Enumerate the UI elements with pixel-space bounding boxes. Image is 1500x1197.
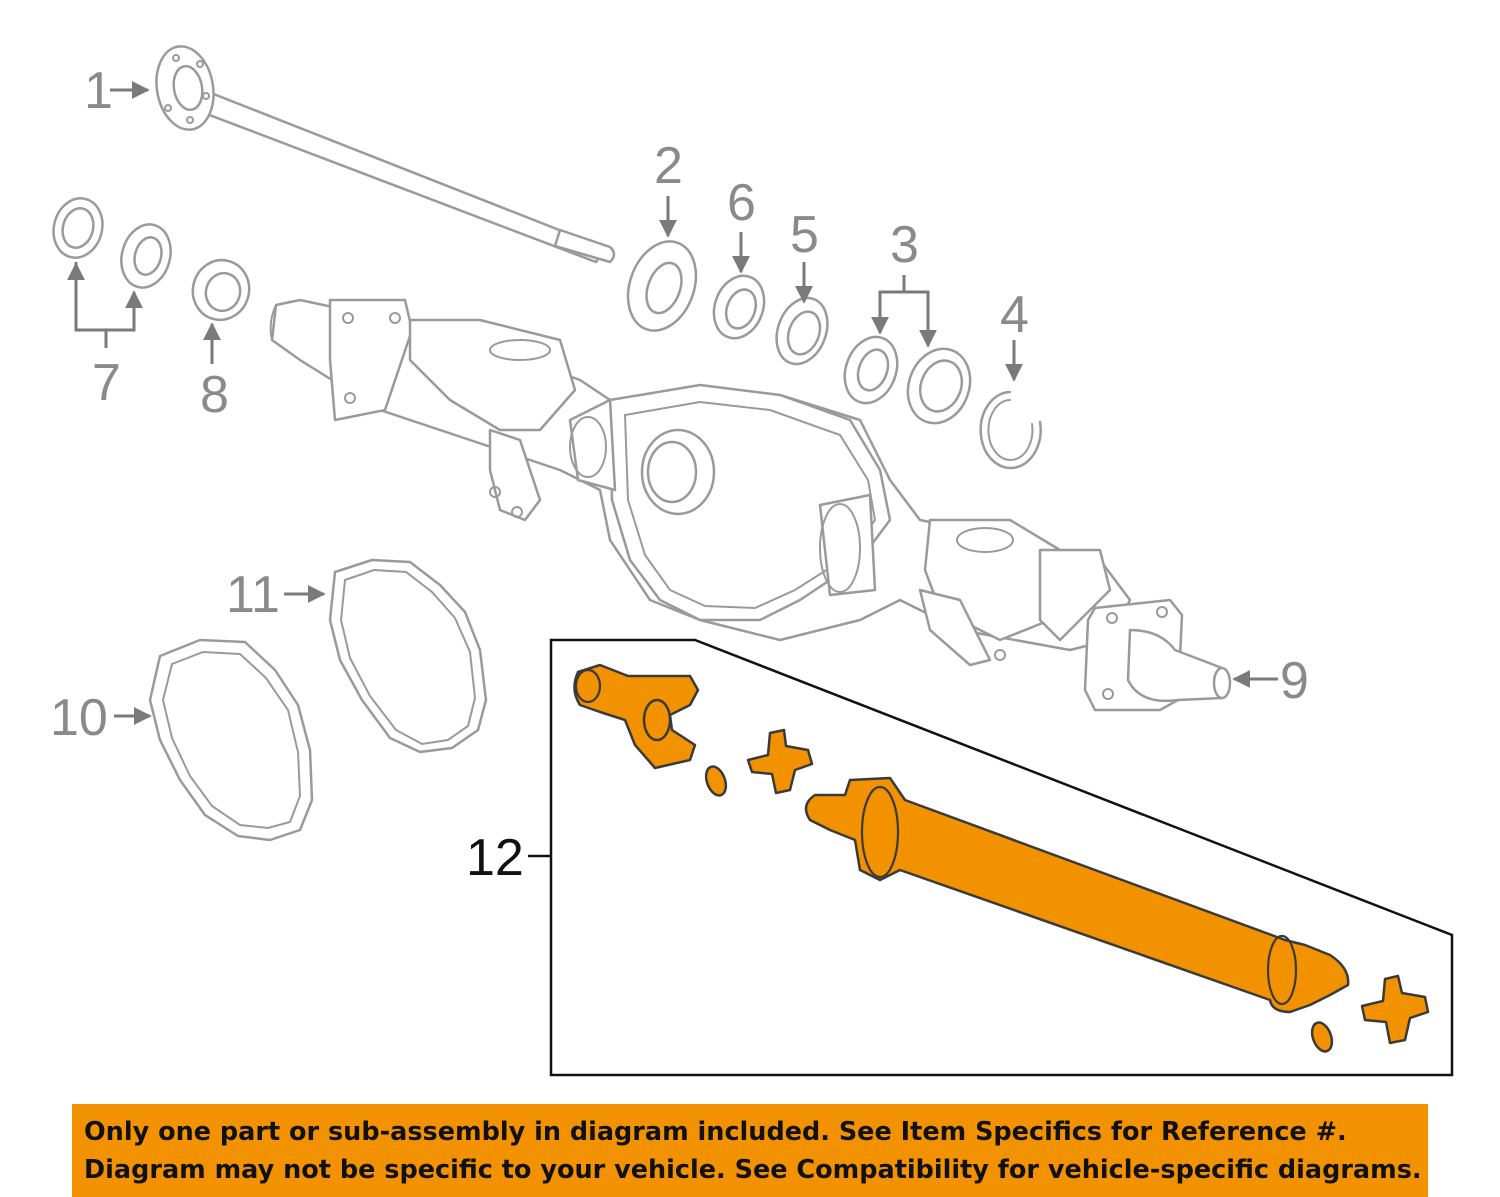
callout-1: 1 <box>84 62 113 120</box>
leader-lines <box>67 81 1278 858</box>
bearing-race-part-3[interactable] <box>836 329 980 431</box>
callout-9: 9 <box>1280 652 1309 710</box>
cover-part-10[interactable] <box>148 638 314 842</box>
gasket-ring-part-2[interactable] <box>616 232 708 340</box>
cover-gasket-part-11[interactable] <box>328 558 488 754</box>
driveshaft-callout-box <box>549 638 1454 1077</box>
disclaimer-line-2: Diagram may not be specific to your vehi… <box>84 1154 1422 1185</box>
axle-shaft-part-1[interactable] <box>150 42 616 264</box>
axle-housing <box>269 298 1232 712</box>
rear-axle-parts-diagram: 1 2 6 5 3 4 7 8 9 10 11 12 <box>47 42 1454 1077</box>
callout-3: 3 <box>890 216 919 274</box>
snap-ring-part-4[interactable] <box>979 390 1042 470</box>
callout-8: 8 <box>200 366 229 424</box>
seal-part-6[interactable] <box>706 269 773 346</box>
callout-4: 4 <box>1000 286 1029 344</box>
callout-7: 7 <box>92 354 121 412</box>
bearing-seal-part-7[interactable] <box>47 193 177 293</box>
callout-12: 12 <box>466 829 524 887</box>
callout-numbers: 1 2 6 5 3 4 7 8 9 10 11 12 <box>50 62 1309 887</box>
callout-6: 6 <box>727 174 756 232</box>
ring-part-5[interactable] <box>768 291 836 371</box>
disclaimer-line-1: Only one part or sub-assembly in diagram… <box>84 1116 1347 1147</box>
callout-2: 2 <box>654 137 683 195</box>
disclaimer-banner: Only one part or sub-assembly in diagram… <box>72 1104 1428 1197</box>
callout-5: 5 <box>790 206 819 264</box>
callout-11: 11 <box>226 566 280 624</box>
seal-part-8[interactable] <box>186 254 256 326</box>
driveshaft-part-12[interactable] <box>573 663 1430 1054</box>
callout-10: 10 <box>50 689 108 747</box>
